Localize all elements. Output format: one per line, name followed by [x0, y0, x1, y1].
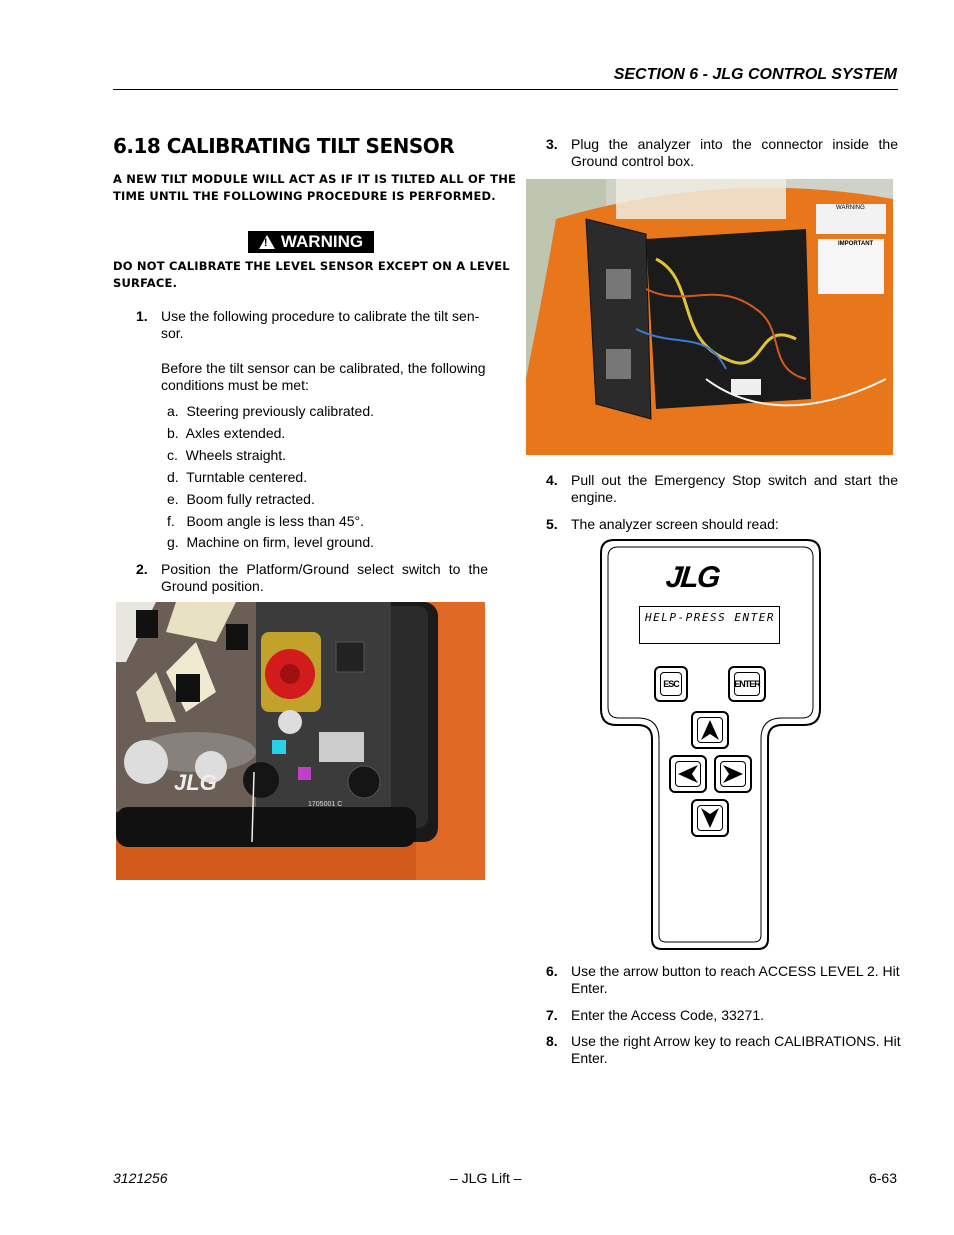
step-7-number: 7.	[546, 1007, 558, 1023]
step-8-line-2: Enter.	[571, 1050, 608, 1066]
step-1-line-1: Use the following procedure to calibrate…	[161, 308, 480, 324]
section-heading: 6.18 CALIBRATING TILT SENSOR	[113, 134, 455, 158]
condition-item: a. Steering previously calibrated.	[167, 403, 374, 419]
control-panel-illustration: JLG 1705001 C	[116, 602, 485, 880]
photo-warning-label: WARNING	[836, 205, 865, 211]
step-4-number: 4.	[546, 472, 558, 488]
step-6-number: 6.	[546, 963, 558, 979]
section-title: SECTION 6 - JLG CONTROL SYSTEM	[613, 66, 897, 83]
step-1-number: 1.	[136, 308, 148, 324]
condition-item: b. Axles extended.	[167, 425, 286, 441]
condition-item: c. Wheels straight.	[167, 447, 287, 463]
enter-key[interactable]: ENTER	[728, 666, 766, 702]
header-rule	[113, 89, 898, 90]
intro-line-2: TIME UNTIL THE FOLLOWING PROCEDURE IS PE…	[113, 189, 496, 203]
photo-important-label: IMPORTANT	[838, 241, 874, 247]
esc-key[interactable]: ESC	[654, 666, 688, 702]
step-2-line-2: Ground position.	[161, 578, 264, 594]
up-arrow-icon	[701, 720, 719, 740]
footer-center: – JLG Lift –	[450, 1170, 522, 1186]
down-arrow-icon	[701, 808, 719, 828]
step-3-line-1: Plug the analyzer into the connector ins…	[571, 136, 898, 152]
left-arrow-key[interactable]	[669, 755, 707, 793]
intro-line-1: A NEW TILT MODULE WILL ACT AS IF IT IS T…	[113, 172, 517, 186]
panel-brand-text: JLG	[174, 770, 217, 795]
control-box-photo: WARNING IMPORTANT	[526, 179, 893, 455]
step-1-para-line-2: conditions must be met:	[161, 377, 309, 393]
warning-line-1: DO NOT CALIBRATE THE LEVEL SENSOR EXCEPT…	[113, 259, 510, 273]
step-2-number: 2.	[136, 561, 148, 577]
step-8-number: 8.	[546, 1033, 558, 1049]
step-1-line-2: sor.	[161, 325, 184, 341]
enter-key-label: ENTER	[734, 672, 761, 696]
control-panel-photo: JLG 1705001 C	[116, 602, 485, 880]
analyzer-screen-text: HELP-PRESS ENTER	[645, 611, 775, 624]
step-8-line-1: Use the right Arrow key to reach CALIBRA…	[571, 1033, 901, 1049]
left-arrow-icon	[678, 765, 698, 783]
condition-item: d. Turntable centered.	[167, 469, 308, 485]
step-7-text: Enter the Access Code, 33271.	[571, 1007, 765, 1023]
control-box-illustration: WARNING IMPORTANT	[526, 179, 893, 455]
warning-line-2: SURFACE.	[113, 276, 178, 290]
up-arrow-key[interactable]	[691, 711, 729, 749]
footer-page-number: 6-63	[868, 1170, 897, 1186]
footer-doc-number: 3121256	[113, 1170, 168, 1186]
analyzer-device: JLG HELP-PRESS ENTER ESC ENTER	[600, 539, 821, 950]
condition-item: g. Machine on firm, level ground.	[167, 534, 374, 550]
step-5-text: The analyzer screen should read:	[571, 516, 779, 532]
esc-key-label: ESC	[660, 672, 682, 696]
warning-label: WARNING	[280, 232, 364, 251]
step-4-line-1: Pull out the Emergency Stop switch and s…	[571, 472, 898, 488]
right-arrow-icon	[723, 765, 743, 783]
warning-triangle-icon: !	[258, 235, 275, 249]
right-arrow-key[interactable]	[714, 755, 752, 793]
step-1-para-line-1: Before the tilt sensor can be calibrated…	[161, 360, 486, 376]
analyzer-logo: JLG	[664, 561, 721, 594]
condition-item: f. Boom angle is less than 45°.	[167, 513, 365, 529]
panel-code-text: 1705001 C	[308, 801, 342, 808]
condition-item: e. Boom fully retracted.	[167, 491, 315, 507]
down-arrow-key[interactable]	[691, 799, 729, 837]
step-6-line-2: Enter.	[571, 980, 608, 996]
step-4-line-2: engine.	[571, 489, 617, 505]
step-5-number: 5.	[546, 516, 558, 532]
warning-banner: ! WARNING	[248, 231, 374, 253]
step-6-line-1: Use the arrow button to reach ACCESS LEV…	[571, 963, 900, 979]
step-3-number: 3.	[546, 136, 558, 152]
step-2-line-1: Position the Platform/Ground select swit…	[161, 561, 488, 577]
analyzer-screen: HELP-PRESS ENTER	[639, 606, 780, 644]
step-3-line-2: Ground control box.	[571, 153, 694, 169]
